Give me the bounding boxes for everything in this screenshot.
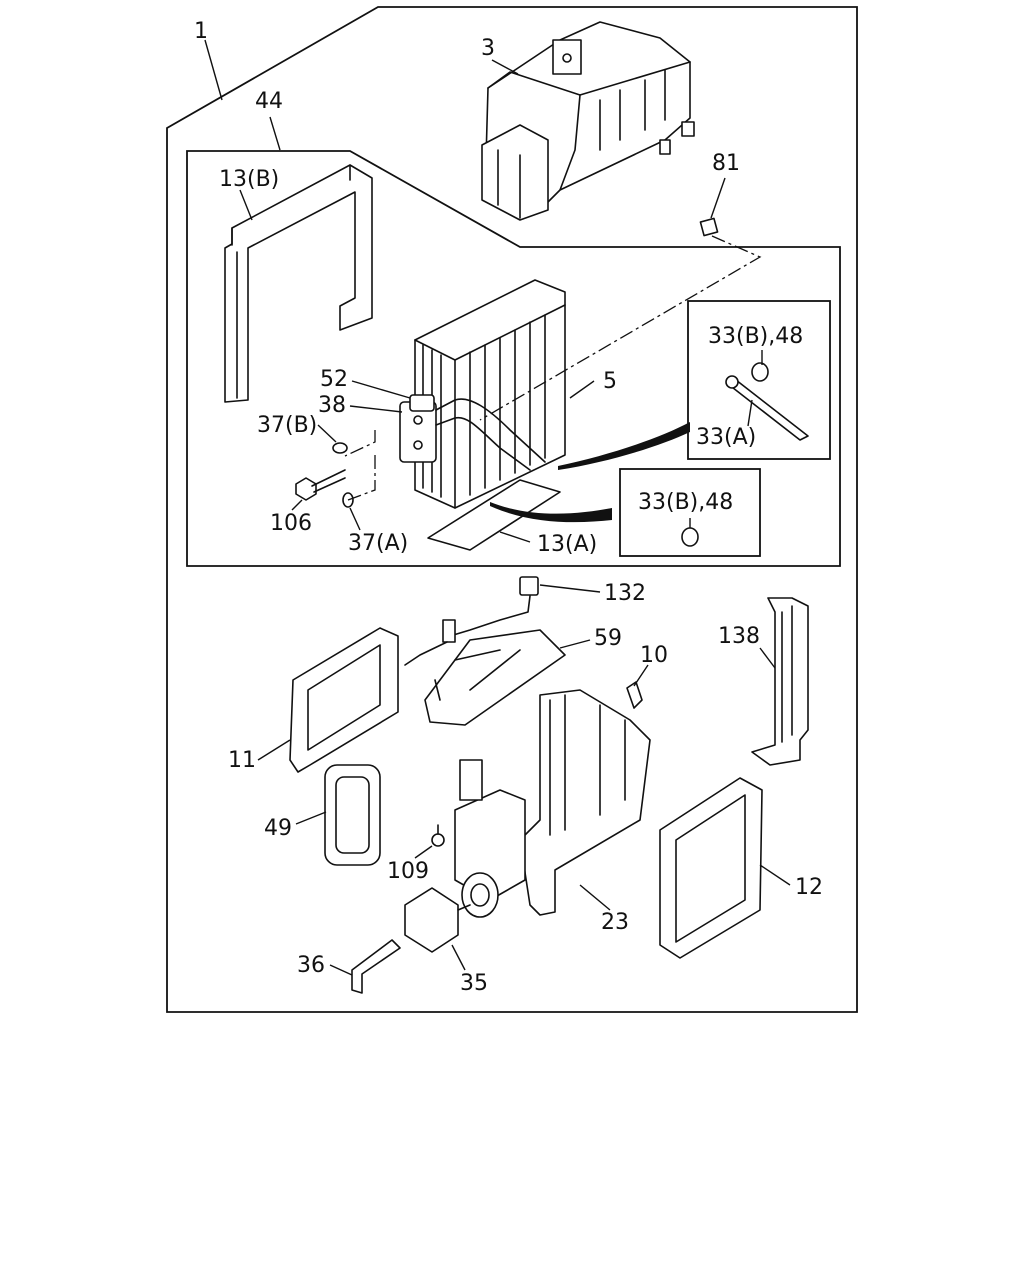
detail-box-upper	[687, 300, 831, 460]
callout-81: 81	[712, 151, 740, 176]
callout-5: 5	[603, 369, 617, 394]
callout-44: 44	[255, 89, 283, 114]
callout-1: 1	[194, 19, 208, 44]
callout-12: 12	[795, 875, 823, 900]
clip-part	[626, 681, 643, 709]
screw-part	[431, 824, 445, 847]
callout-35: 35	[460, 971, 488, 996]
bolt-part	[295, 469, 346, 501]
detail-pointer-upper	[558, 422, 690, 470]
callout-49: 49	[264, 816, 292, 841]
lower-case-part	[454, 689, 651, 916]
seal-sheet-a-part	[427, 479, 561, 551]
gasket-part	[324, 764, 381, 866]
evaporator-core-part	[414, 279, 566, 509]
callout-59: 59	[594, 626, 622, 651]
frame-seal-11-part	[289, 627, 399, 773]
sensor-part	[404, 576, 539, 666]
callout-38: 38	[318, 393, 346, 418]
callout-106: 106	[270, 511, 312, 536]
callout-13a: 13(A)	[537, 532, 597, 557]
callout-11: 11	[228, 748, 256, 773]
callout-138: 138	[718, 624, 760, 649]
mode-door-part	[424, 629, 566, 726]
frame-seal-12-part	[659, 777, 763, 959]
assembly-frame	[166, 6, 858, 1013]
small-clip-part	[699, 217, 719, 237]
callout-37b: 37(B)	[257, 413, 317, 438]
seal-strip-b-part	[224, 164, 373, 403]
upper-case-part	[481, 21, 695, 221]
callout-13b: 13(B)	[219, 167, 279, 192]
callout-132: 132	[604, 581, 646, 606]
leader-lines	[204, 39, 791, 976]
hose-part	[351, 939, 401, 994]
callout-37a: 37(A)	[348, 531, 408, 556]
callout-109: 109	[387, 859, 429, 884]
expansion-valve-part	[399, 394, 546, 471]
assembly-dash-line-1	[479, 235, 762, 421]
evaporator-subframe	[186, 150, 841, 567]
pipe-detail-part	[725, 362, 809, 441]
o-ring-b-part	[332, 442, 348, 454]
insulator-detail-part	[681, 527, 699, 547]
assembly-dash-line-2	[344, 430, 376, 457]
callout-23: 23	[601, 910, 629, 935]
detail-box-lower	[619, 468, 761, 557]
assembly-dash-line-3	[347, 455, 376, 501]
callout-3: 3	[481, 36, 495, 61]
callout-52: 52	[320, 367, 348, 392]
callout-10: 10	[640, 643, 668, 668]
callout-33b48-top: 33(B),48	[708, 324, 803, 349]
callout-36: 36	[297, 953, 325, 978]
detail-pointer-lower	[490, 502, 612, 523]
blower-motor-part	[404, 872, 499, 953]
callout-33a: 33(A)	[696, 425, 756, 450]
callout-33b48-bottom: 33(B),48	[638, 490, 733, 515]
bracket-part	[751, 597, 809, 766]
